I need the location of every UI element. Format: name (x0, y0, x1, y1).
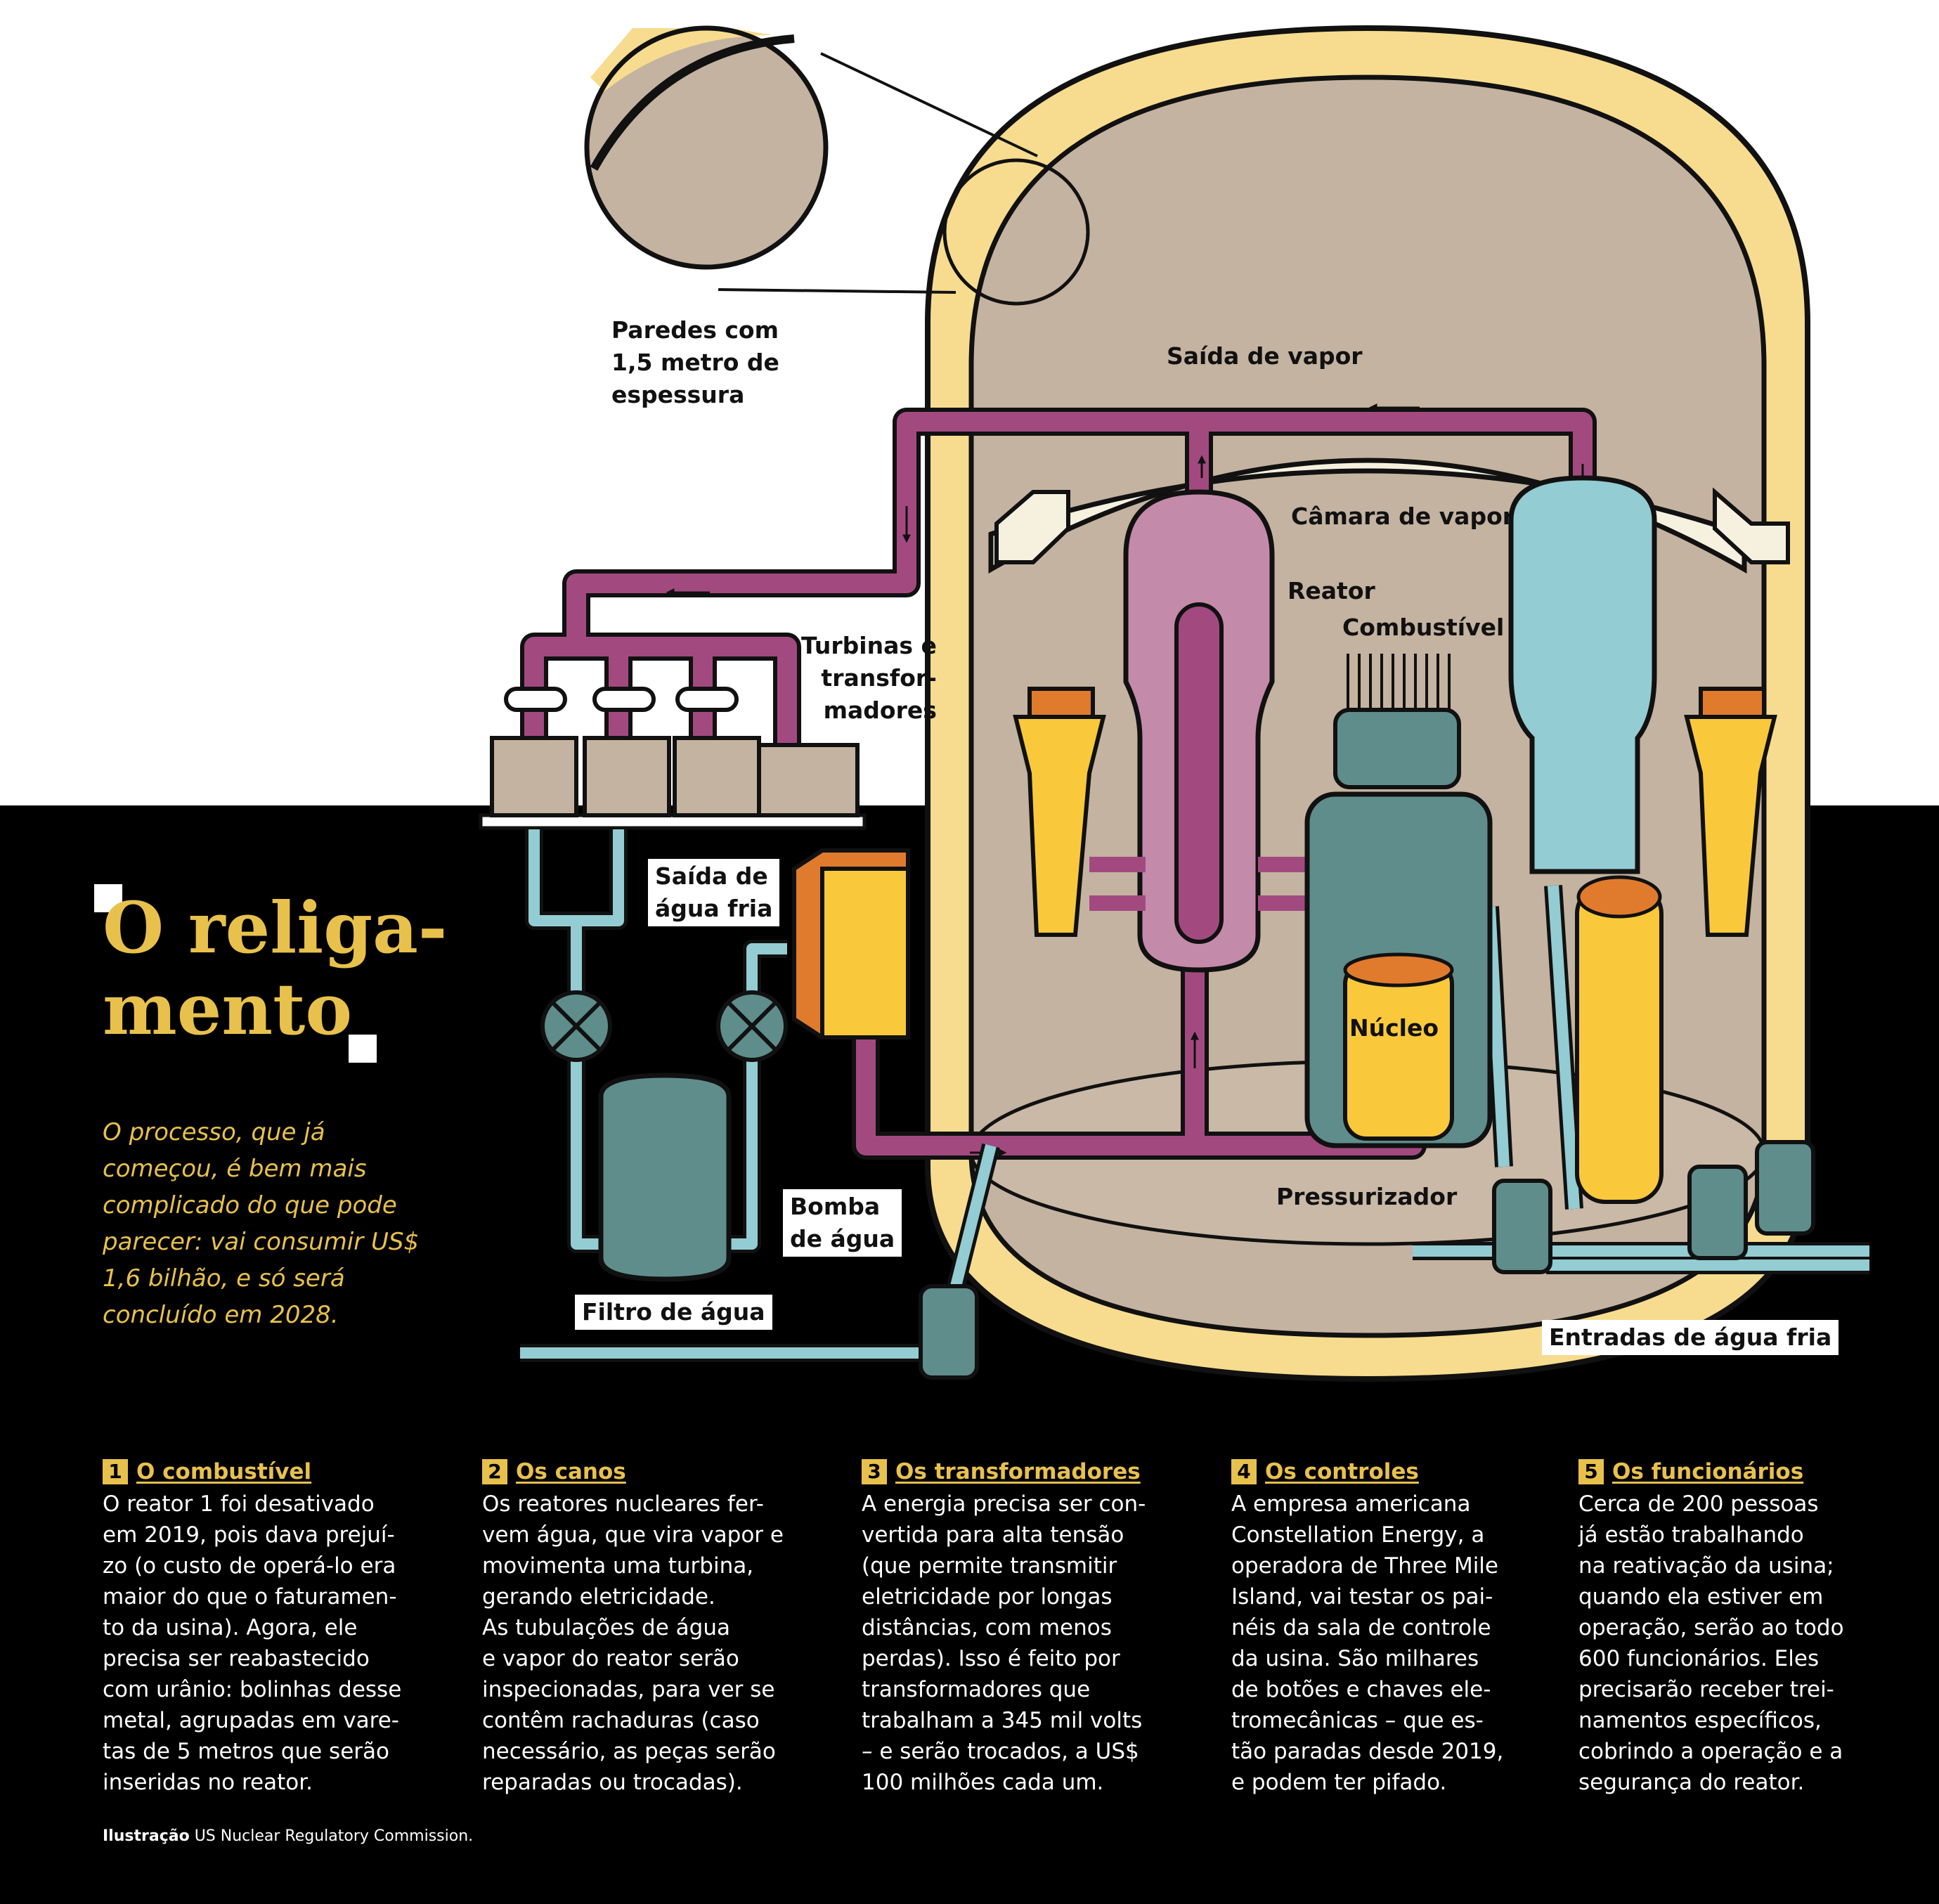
section-text: Os reatores nucleares fer- vem água, que… (482, 1491, 784, 1795)
section-text: O reator 1 foi desativado em 2019, pois … (103, 1491, 402, 1795)
section-text: A empresa americana Constellation Energy… (1231, 1491, 1504, 1795)
core (1343, 961, 1454, 1141)
section-2: 2 Os canos Os reatores nucleares fer- vem… (482, 1456, 812, 1798)
crane-block-left (994, 490, 1070, 564)
credit-label: Ilustração (103, 1827, 190, 1845)
inner-column (1174, 602, 1224, 944)
zoom-detail (584, 25, 829, 270)
coolant-pump-right (1684, 687, 1777, 937)
credit: Ilustração US Nuclear Regulatory Commiss… (103, 1827, 473, 1845)
valve-left (540, 990, 612, 1062)
coolant-pump-left (1013, 687, 1106, 937)
steam-chamber-label: Câmara de vapor (1291, 503, 1515, 530)
steam-exit-label: Saída de vapor (1167, 342, 1363, 370)
section-3: 3 Os transformadores A energia precisa se… (862, 1456, 1192, 1798)
credit-text: US Nuclear Regulatory Commission. (194, 1827, 474, 1845)
section-1: 1 O combustível O reator 1 foi desativado… (103, 1456, 433, 1798)
reactor-label: Reator (1288, 577, 1375, 604)
cold-water-exit-label: Saída de água fria (648, 859, 780, 926)
section-title: O combustível (136, 1459, 312, 1484)
section-title: Os canos (516, 1459, 626, 1484)
valve-right (716, 990, 788, 1062)
title-square-top (94, 884, 122, 912)
title-square-bottom (349, 1035, 377, 1063)
core-label: Núcleo (1349, 1014, 1439, 1042)
water-pump-label: Bomba de água (783, 1189, 902, 1257)
section-title: Os funcionários (1612, 1459, 1804, 1484)
intro-text: O processo, que já começou, é bem mais c… (103, 1118, 420, 1329)
section-number: 5 (1578, 1459, 1604, 1484)
reactor-lid (1333, 708, 1461, 789)
pressurizer (1575, 883, 1664, 1204)
section-title: Os controles (1265, 1459, 1419, 1484)
section-number: 1 (103, 1459, 128, 1484)
turbines-label: Turbinas e transfor- madores (801, 632, 937, 724)
section-number: 3 (862, 1459, 887, 1484)
section-number: 4 (1231, 1459, 1257, 1484)
section-number: 2 (482, 1459, 507, 1484)
intake-pump (919, 1284, 979, 1380)
zoom-origin (942, 158, 1090, 306)
section-title: Os transformadores (895, 1459, 1141, 1484)
page-title: O religa- mento (103, 886, 448, 1051)
section-text: Cerca de 200 pessoas já estão trabalhand… (1578, 1491, 1844, 1795)
fuel-label: Combustível (1342, 614, 1505, 641)
cold-water-inlets-label: Entradas de água fria (1542, 1320, 1839, 1355)
water-filter-label: Filtro de água (575, 1295, 772, 1330)
walls-label: Paredes com 1,5 metro de espessura (611, 316, 779, 408)
section-4: 4 Os controles A empresa americana Conste… (1231, 1456, 1562, 1798)
water-filter-tank (598, 1073, 732, 1282)
section-5: 5 Os funcionários Cerca de 200 pessoas já… (1578, 1456, 1909, 1798)
crane-block-right (1713, 487, 1790, 564)
pressurizer-label: Pressurizador (1276, 1183, 1458, 1210)
section-text: A energia precisa ser con- vertida para … (862, 1491, 1146, 1795)
steam-generator (1508, 475, 1657, 874)
